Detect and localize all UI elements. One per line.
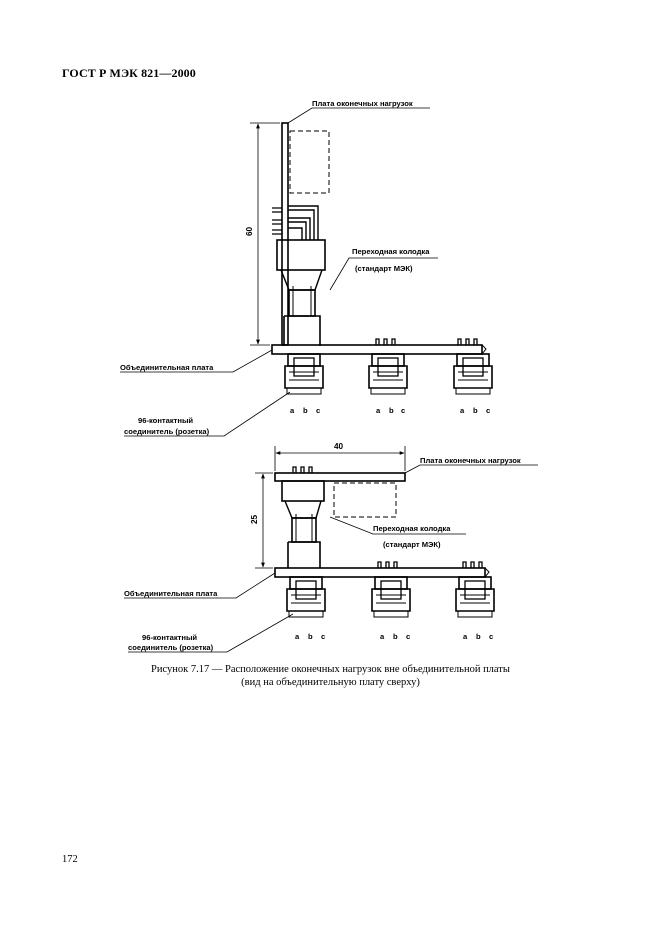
- bottom-pin-a-3: a: [463, 632, 468, 641]
- page-number: 172: [62, 854, 78, 865]
- terminator-board-horizontal: [274, 472, 406, 482]
- top-pin-b-1: b: [303, 406, 308, 415]
- adapter-block: [276, 239, 326, 271]
- terminator-component-dashed: [289, 130, 330, 194]
- bottom-label-terminator-board: Плата оконечных нагрузок: [420, 456, 521, 465]
- bottom-pin-c-3: c: [489, 632, 493, 641]
- bottom-label-adapter-1: Переходная колодка: [373, 524, 451, 533]
- bottom-pin-a-1: a: [295, 632, 300, 641]
- top-diagram: [120, 107, 493, 437]
- top-label-terminator-board: Плата оконечных нагрузок: [312, 99, 413, 108]
- top-label-adapter-1: Переходная колодка: [352, 247, 430, 256]
- bottom-pin-b-3: b: [476, 632, 481, 641]
- top-pin-a-3: a: [460, 406, 465, 415]
- top-label-adapter-2: (стандарт МЭК): [355, 264, 413, 273]
- bottom-pin-a-2: a: [380, 632, 385, 641]
- top-pin-c-1: c: [316, 406, 320, 415]
- top-dim-height: 60: [245, 226, 254, 236]
- bottom-label-connector-1: 96-контактный: [142, 633, 197, 642]
- top-pin-c-2: c: [401, 406, 405, 415]
- bottom-pin-c-1: c: [321, 632, 325, 641]
- bottom-label-backplane: Объединительная плата: [124, 589, 218, 598]
- top-label-connector-1: 96-контактный: [138, 416, 193, 425]
- document-header: ГОСТ Р МЭК 821—2000: [62, 66, 196, 80]
- backplane-top: [271, 344, 483, 355]
- top-pin-a-1: a: [290, 406, 295, 415]
- adapter-block-bottom: [281, 480, 325, 502]
- bottom-diagram: [124, 446, 538, 653]
- terminator-component-dashed-bottom: [333, 482, 397, 518]
- backplane-bottom: [274, 567, 486, 578]
- bottom-label-connector-2: соединитель (розетка): [128, 643, 214, 652]
- caption-line-1: Рисунок 7.17 — Расположение оконечных на…: [151, 664, 510, 675]
- top-label-backplane: Объединительная плата: [120, 363, 214, 372]
- top-label-connector-2: соединитель (розетка): [124, 427, 210, 436]
- top-pin-a-2: a: [376, 406, 381, 415]
- bottom-pin-b-2: b: [393, 632, 398, 641]
- bottom-dim-width: 40: [334, 442, 344, 451]
- top-pin-c-3: c: [486, 406, 490, 415]
- terminator-board-vertical: [281, 122, 289, 346]
- bottom-label-adapter-2: (стандарт МЭК): [383, 540, 441, 549]
- top-pin-b-3: b: [473, 406, 478, 415]
- bottom-pin-c-2: c: [406, 632, 410, 641]
- figure-caption: Рисунок 7.17 — Расположение оконечных на…: [0, 663, 661, 689]
- bottom-pin-b-1: b: [308, 632, 313, 641]
- top-pin-b-2: b: [389, 406, 394, 415]
- bottom-dim-height: 25: [250, 514, 259, 524]
- caption-line-2: (вид на объединительную плату сверху): [241, 677, 420, 688]
